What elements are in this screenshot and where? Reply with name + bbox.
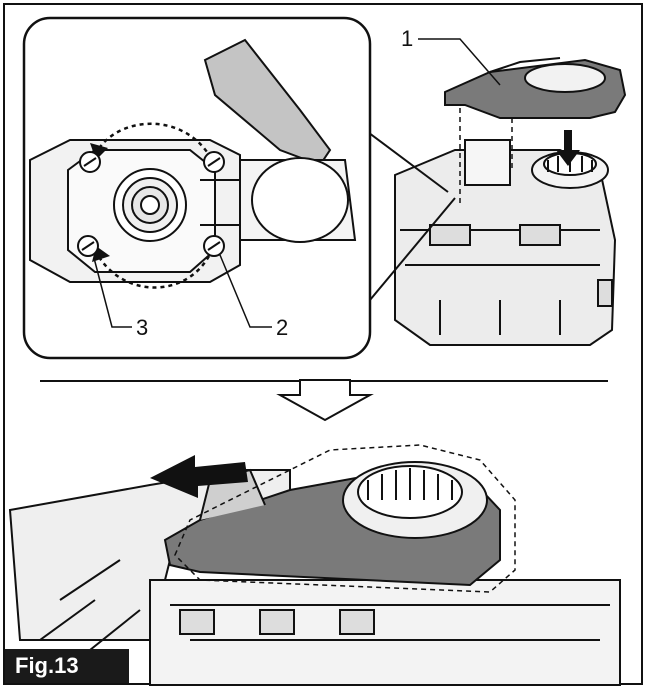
alignment-dashes [459, 108, 513, 205]
callout-2-number: 2 [276, 315, 288, 340]
slide-direction-arrow-icon [150, 455, 248, 498]
ring-outline-dashed [174, 444, 516, 593]
rotation-path [93, 122, 214, 289]
callout-3-number: 3 [136, 315, 148, 340]
spindle-top [464, 139, 609, 189]
tool-body-top [394, 149, 617, 346]
callout-1-number: 1 [401, 26, 413, 51]
step-arrow-down-icon [276, 379, 374, 422]
arrow-down-icon [556, 130, 580, 166]
figure-label: Fig.13 [5, 649, 129, 683]
callout-3: 3 [93, 257, 148, 340]
callout-1: 1 [401, 26, 501, 86]
attachment-ring-top [444, 57, 627, 119]
screw-heads [77, 151, 225, 257]
callout-2: 2 [219, 254, 288, 340]
